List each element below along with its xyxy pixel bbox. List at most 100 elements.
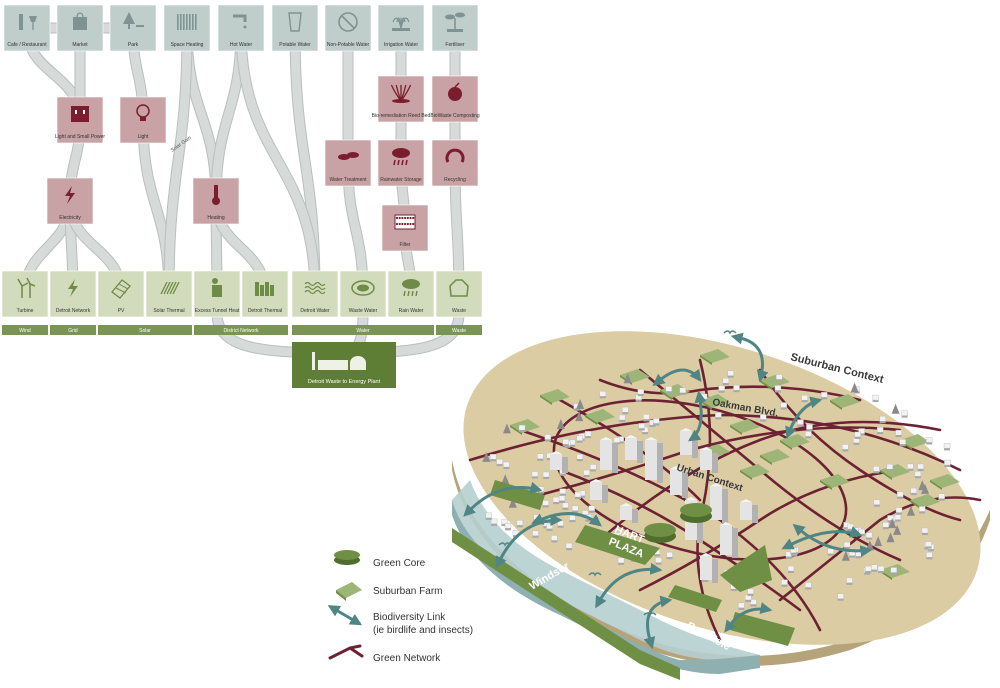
lightning-icon — [65, 186, 75, 204]
waves-icon — [304, 281, 326, 295]
house — [820, 392, 828, 400]
house — [638, 423, 645, 431]
suburban-farm — [540, 389, 570, 405]
house — [925, 541, 932, 549]
house — [780, 402, 787, 410]
shopping-bag-icon — [73, 12, 87, 30]
tree-bench-icon — [123, 12, 144, 29]
node-light_power: Light and Small Power — [55, 96, 105, 144]
suburban-farm — [700, 349, 730, 365]
node-rain_water: Rain Water — [387, 270, 435, 318]
tower — [590, 479, 608, 503]
tower — [740, 499, 758, 523]
node-label-rainwater_storage: Rainwater Storage — [380, 177, 422, 183]
house — [569, 514, 576, 523]
tree — [893, 524, 902, 535]
legend-green-core: Green Core — [373, 558, 426, 569]
suburban-farm — [740, 464, 770, 480]
node-fertiliser: Fertiliser — [431, 4, 479, 52]
house — [837, 593, 844, 601]
house — [917, 463, 924, 471]
category-label-district_network: District Network — [223, 328, 259, 334]
node-label-filter: Filter — [399, 242, 410, 248]
house — [599, 391, 606, 399]
flow-ribbon-fill — [236, 23, 320, 299]
suburban-farm — [830, 394, 860, 410]
node-label-recycling: Recycling — [444, 177, 466, 183]
category-label-wind: Wind — [19, 328, 31, 334]
tap-icon — [233, 14, 247, 29]
node-label-turbine: Turbine — [17, 308, 34, 314]
manhole-icon — [351, 280, 375, 296]
house — [653, 418, 660, 426]
plant-label: Detroit Waste to Energy Plant — [308, 379, 381, 385]
node-non_potable: Non-Potable Water — [324, 4, 372, 52]
tower — [670, 466, 688, 498]
house — [806, 424, 813, 432]
house — [588, 505, 595, 513]
node-excess_tunnel_heat: Excess Tunnel Heat — [193, 270, 241, 318]
house — [887, 515, 894, 523]
node-label-light_power: Light and Small Power — [55, 134, 105, 140]
house — [574, 491, 582, 500]
category-label-waste: Waste — [452, 328, 466, 334]
house — [865, 565, 872, 574]
house — [744, 594, 752, 602]
house — [722, 377, 730, 386]
tower — [700, 447, 718, 473]
green-core-1 — [644, 523, 676, 543]
node-electricity: Electricity — [46, 177, 94, 225]
node-bioremediation: Bio-remediation Reed Bed — [372, 75, 431, 123]
green-network-road — [598, 378, 862, 402]
network-icon — [328, 644, 364, 660]
house — [562, 439, 569, 447]
node-label-non_potable: Non-Potable Water — [327, 42, 370, 48]
node-label-heating: Heating — [207, 215, 224, 221]
green-core-2 — [680, 503, 712, 523]
node-hot_water: Hot Water — [217, 4, 265, 52]
house — [557, 520, 564, 528]
urban-towers — [550, 428, 758, 583]
house — [533, 514, 540, 522]
power-plant-icon — [312, 352, 366, 370]
category-label-water: Water — [356, 328, 369, 334]
node-label-detroit_network: Detroit Network — [56, 308, 91, 314]
node-rainwater_storage: Rainwater Storage — [377, 139, 425, 187]
suburban-farms — [510, 349, 960, 580]
biodiversity-link — [730, 332, 769, 383]
legend-suburban-farm: Suburban Farm — [373, 586, 442, 597]
house — [559, 488, 567, 496]
house — [801, 394, 808, 403]
suburban-farm — [930, 474, 960, 490]
house — [715, 412, 722, 420]
house — [882, 522, 890, 530]
tower — [710, 483, 728, 523]
house — [827, 548, 834, 556]
house — [496, 458, 503, 467]
node-filter: Filter — [381, 204, 429, 252]
tree — [918, 480, 927, 491]
house — [558, 495, 566, 503]
bird-icon — [723, 330, 737, 335]
biodiversity-link — [495, 514, 563, 569]
node-irrigation: Irrigation Water — [377, 4, 425, 52]
waste-to-energy-plant: Detroit Waste to Energy Plant — [292, 342, 396, 388]
node-label-electricity: Electricity — [59, 215, 81, 221]
house — [854, 431, 861, 439]
fountain-icon — [392, 17, 410, 31]
house — [576, 435, 583, 443]
house — [938, 493, 945, 501]
riverfront-park-2 — [668, 585, 722, 612]
bulb-icon — [136, 104, 150, 121]
house — [485, 512, 492, 520]
bird-icon — [643, 612, 657, 617]
house — [776, 374, 783, 382]
rain-cloud-icon — [392, 148, 410, 166]
legend-biodiversity-sublabel: (ie birdlife and insects) — [373, 625, 473, 636]
house — [542, 471, 550, 480]
house — [918, 506, 926, 514]
biodiversity-link — [792, 523, 873, 558]
node-label-water_treatment: Water Treatment — [329, 177, 367, 183]
house — [490, 518, 498, 526]
node-potable_water: Potable Water — [271, 4, 319, 52]
